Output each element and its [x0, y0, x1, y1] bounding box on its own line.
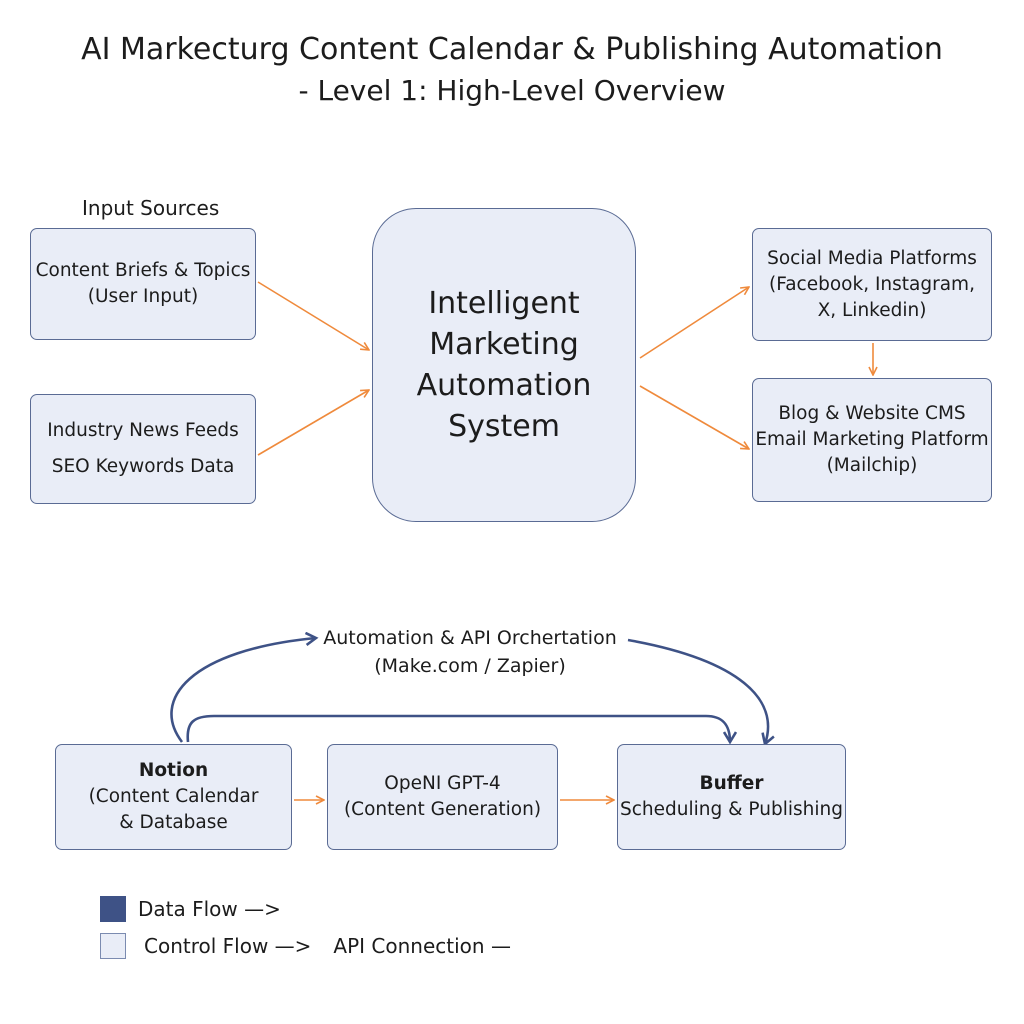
api-connection-label: API Connection — — [333, 934, 511, 958]
input-sources-label: Input Sources — [82, 196, 220, 220]
orchestration-line-1: Automation & API Orchertation — [323, 627, 617, 649]
openai-line-2: (Content Generation) — [343, 799, 542, 820]
arrow-core-to-channels — [639, 385, 749, 449]
control-flow-label: Control Flow —> — [144, 934, 312, 958]
core-system-box: Intelligent Marketing Automation System — [372, 208, 636, 522]
orchestration-label: Automation & API Orchertation (Make.com … — [300, 624, 640, 680]
notion-name: Notion — [138, 760, 209, 781]
channels-line-1: Blog & Website CMS — [778, 403, 966, 424]
news-feeds-label: Industry News Feeds — [47, 420, 239, 442]
core-line-4: System — [448, 409, 560, 444]
arrow-notion-to-orchestration — [170, 638, 316, 743]
diagram-title: AI Markecturg Content Calendar & Publish… — [81, 32, 943, 67]
control-flow-swatch — [100, 933, 126, 959]
content-briefs-sublabel: (User Input) — [87, 286, 199, 307]
notion-line-2: & Database — [119, 812, 228, 833]
orchestration-line-2: (Make.com / Zapier) — [374, 655, 566, 677]
channels-line-3: (Mailchip) — [826, 455, 918, 476]
buffer-box: Buffer Scheduling & Publishing — [617, 744, 846, 850]
arrow-feeds-to-core — [257, 390, 369, 456]
channels-box: Blog & Website CMS Email Marketing Platf… — [752, 378, 992, 502]
social-line-1: Social Media Platforms — [767, 247, 977, 269]
social-line-3: X, Linkedin) — [817, 299, 927, 321]
core-line-1: Intelligent — [428, 286, 580, 321]
data-flow-label: Data Flow —> — [138, 897, 281, 921]
notion-line-1: (Content Calendar — [88, 786, 259, 807]
core-line-3: Automation — [416, 368, 592, 403]
content-briefs-box: Content Briefs & Topics (User Input) — [30, 228, 256, 340]
core-line-2: Marketing — [429, 327, 579, 362]
legend-data-flow: Data Flow —> — [100, 896, 281, 922]
arrow-core-to-social — [639, 287, 749, 359]
news-seo-box: Industry News Feeds SEO Keywords Data — [30, 394, 256, 504]
arrow-notion-to-buffer-loop — [186, 714, 730, 742]
legend-control-flow: Control Flow —> API Connection — — [100, 933, 511, 959]
buffer-line-1: Scheduling & Publishing — [620, 799, 843, 820]
arrow-briefs-to-core — [257, 281, 369, 350]
social-media-box: Social Media Platforms (Facebook, Instag… — [752, 228, 992, 341]
buffer-name: Buffer — [699, 773, 764, 794]
data-flow-swatch — [100, 896, 126, 922]
openai-line-1: OpeNI GPT-4 — [384, 773, 501, 794]
content-briefs-label: Content Briefs & Topics — [35, 260, 251, 281]
notion-box: Notion (Content Calendar & Database — [55, 744, 292, 850]
seo-keywords-label: SEO Keywords Data — [51, 455, 235, 477]
social-line-2: (Facebook, Instagram, — [769, 273, 975, 295]
arrow-orchestration-to-buffer — [627, 638, 768, 744]
channels-line-2: Email Marketing Platform — [755, 429, 989, 450]
diagram-subtitle: - Level 1: High-Level Overview — [298, 74, 726, 107]
openai-box: OpeNI GPT-4 (Content Generation) — [327, 744, 558, 850]
